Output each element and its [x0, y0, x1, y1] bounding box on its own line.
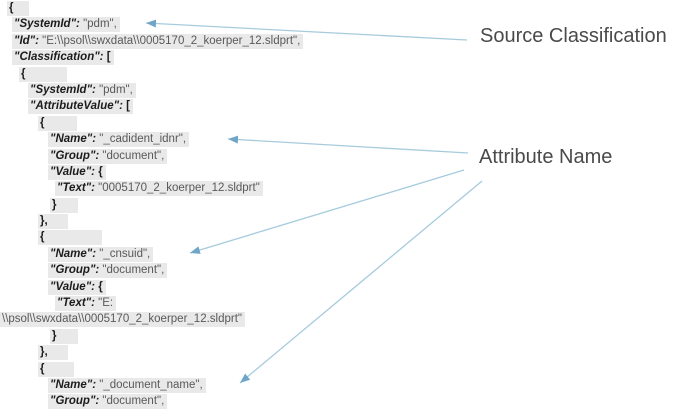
code-segment-key: "Name":: [50, 247, 97, 260]
code-segment-key: "Name":: [50, 378, 97, 391]
code-segment-val: "document",: [99, 264, 165, 277]
code-segment-val: "_cadident_idnr",: [96, 133, 187, 146]
code-line: }: [0, 328, 675, 344]
code-line: "Name": "_document_name",: [0, 377, 675, 393]
code-line: "SystemId": "pdm",: [0, 82, 675, 98]
code-segment-brace: }: [52, 329, 57, 342]
code-segment-key: "AttributeValue":: [30, 100, 123, 113]
code-line: },: [0, 344, 675, 361]
code-line: {: [0, 115, 675, 131]
code-line: "AttributeValue": [: [0, 98, 675, 115]
code-line: "Text": "E:: [0, 295, 675, 312]
code-segment-brace: {: [40, 231, 45, 244]
code-segment-key: "Value":: [50, 280, 95, 293]
code-line: "Classification": [: [0, 49, 675, 66]
code-segment-key: "Id":: [14, 34, 39, 47]
code-line: \\psol\\swxdata\\0005170_2_koerper_12.sl…: [0, 311, 675, 328]
code-segment-key: "Group":: [50, 149, 100, 162]
code-segment-brace: {: [95, 280, 103, 293]
code-line: {: [0, 0, 675, 16]
code-line: "Text": "0005170_2_koerper_12.sldprt": [0, 180, 675, 197]
code-segment-val: "_document_name",: [96, 378, 203, 391]
code-segment-key: "SystemId":: [14, 18, 80, 31]
code-segment-brace: [: [103, 51, 111, 64]
code-segment-val: "pdm",: [95, 83, 133, 96]
code-line: "Group": "document",: [0, 393, 675, 410]
code-segment-key: "Text":: [57, 297, 95, 310]
code-segment-val: "0005170_2_koerper_12.sldprt": [94, 182, 260, 195]
code-segment-key: "Classification":: [14, 51, 104, 64]
code-segment-val: "document",: [99, 149, 165, 162]
code-segment-val: \\psol\\swxdata\\0005170_2_koerper_12.sl…: [2, 313, 242, 326]
code-line: {: [0, 361, 675, 377]
code-segment-val: "E:: [94, 297, 114, 310]
code-line: "Name": "_cnsuid",: [0, 246, 675, 262]
code-segment-val: "E:\\psol\\swxdata\\0005170_2_koerper_12…: [38, 34, 301, 47]
code-segment-key: "SystemId":: [30, 83, 96, 96]
code-segment-brace: {: [95, 165, 103, 178]
code-line: {: [0, 229, 675, 246]
code-segment-brace: }: [52, 198, 57, 211]
code-line: "Name": "_cadident_idnr",: [0, 131, 675, 148]
code-segment-key: "Group":: [50, 395, 100, 408]
code-line: {: [0, 66, 675, 82]
code-line: },: [0, 213, 675, 230]
code-segment-brace: {: [40, 116, 45, 129]
code-line: "SystemId": "pdm",: [0, 16, 675, 33]
code-line: "Group": "document",: [0, 148, 675, 164]
code-segment-brace: [: [122, 100, 130, 113]
annotation-source-classification: Source Classification: [480, 25, 667, 47]
annotation-attribute-name: Attribute Name: [479, 146, 613, 168]
code-segment-val: "pdm",: [79, 18, 117, 31]
code-segment-val: "_cnsuid",: [96, 247, 151, 260]
code-segment-brace: {: [21, 67, 26, 80]
code-segment-key: "Name":: [50, 133, 97, 146]
code-segment-brace: },: [40, 346, 48, 359]
code-segment-brace: },: [40, 215, 48, 228]
code-segment-val: "document",: [99, 395, 165, 408]
code-segment-key: "Value":: [50, 165, 95, 178]
code-segment-key: "Group":: [50, 264, 100, 277]
code-segment-brace: {: [9, 2, 14, 14]
code-segment-brace: {: [40, 362, 45, 375]
code-line: }: [0, 197, 675, 213]
code-line: "Value": {: [0, 279, 675, 295]
code-segment-key: "Text":: [57, 182, 95, 195]
code-line: "Group": "document",: [0, 262, 675, 279]
code-line: "Value": {: [0, 164, 675, 180]
